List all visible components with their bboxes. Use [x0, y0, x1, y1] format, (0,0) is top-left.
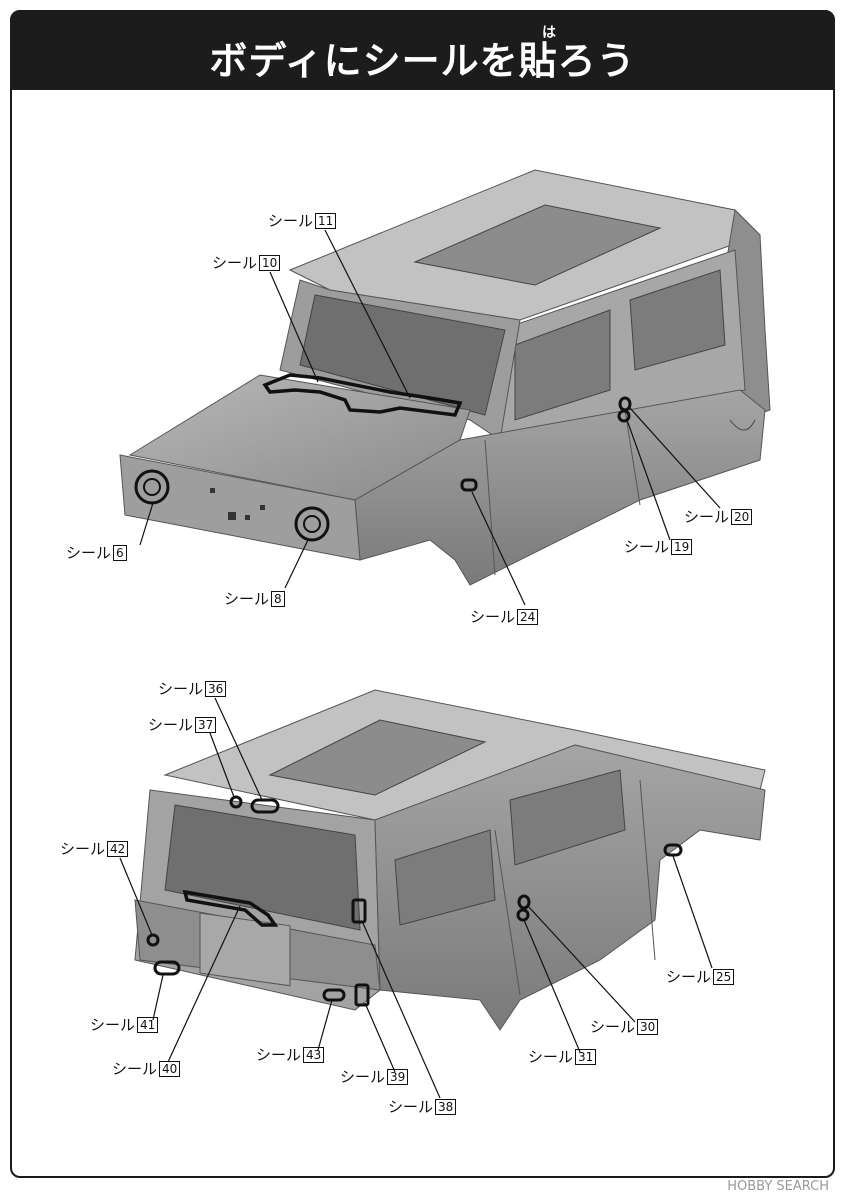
seal-41	[153, 960, 181, 976]
seal-24	[460, 478, 478, 492]
seal-8-headlight	[294, 506, 330, 542]
seal-30	[517, 894, 531, 910]
seal-31	[516, 908, 530, 922]
seal-36	[250, 798, 280, 814]
seal-42	[146, 933, 160, 947]
bottom-seals	[146, 795, 683, 1007]
seal-37	[229, 795, 243, 809]
seal-40	[182, 889, 279, 927]
header-bar: は ボディにシールを貼ろう	[10, 10, 835, 90]
car-front-view	[119, 169, 771, 586]
seal-38	[351, 898, 367, 924]
seal-25	[663, 843, 683, 857]
seal-19	[617, 409, 631, 423]
seal-6-headlight	[134, 469, 170, 505]
title-ruby: は	[542, 25, 556, 41]
top-seals	[134, 373, 632, 542]
seal-10-11-hood	[262, 373, 463, 417]
page-title: ボディにシールを貼ろう	[209, 39, 636, 83]
watermark: HOBBY SEARCH	[727, 1179, 829, 1194]
bottom-leader-lines	[119, 697, 713, 1099]
top-leader-lines	[139, 229, 721, 606]
seal-43	[322, 988, 346, 1002]
seal-39	[354, 983, 370, 1007]
car-rear-view	[134, 689, 766, 1031]
